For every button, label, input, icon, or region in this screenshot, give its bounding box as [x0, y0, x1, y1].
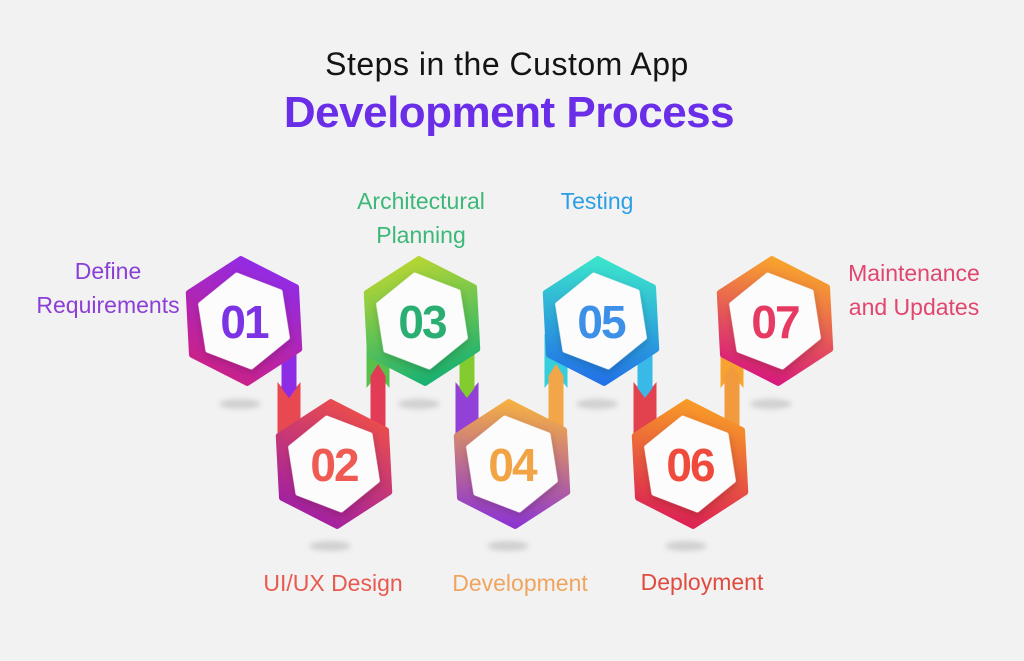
step-05-label: Testing [561, 184, 634, 218]
step-01-label-line1: Define [74, 258, 142, 284]
step-04-label-line1: Development [452, 570, 588, 596]
step-01-label: Define Requirements [36, 254, 179, 322]
shadow-step-04 [487, 541, 529, 551]
step-03-label: Architectural Planning [357, 184, 485, 252]
step-06-label-line1: Deployment [640, 569, 764, 595]
step-03-label-line2: Planning [376, 222, 466, 248]
step-05-number: 05 [577, 296, 626, 348]
step-07-hexagon: 07 [716, 256, 834, 386]
step-06-hexagon: 06 [631, 399, 749, 529]
step-07-number: 07 [751, 296, 799, 348]
step-02-label: UI/UX Design [263, 566, 402, 600]
step-06-number: 06 [666, 439, 714, 491]
step-04-number: 04 [488, 439, 538, 491]
step-02-hexagon: 02 [275, 399, 393, 529]
step-07-label: Maintenance and Updates [848, 256, 980, 324]
shadow-step-02 [309, 541, 351, 551]
step-03-label-line1: Architectural [357, 188, 485, 214]
hexagon-shadows [219, 399, 792, 551]
step-07-label-line2: and Updates [848, 294, 980, 320]
step-05-label-line1: Testing [560, 188, 634, 214]
step-01-number: 01 [220, 296, 269, 348]
step-05-hexagon: 05 [542, 256, 660, 386]
shadow-step-07 [750, 399, 792, 409]
step-04-label: Development [452, 566, 588, 600]
step-03-number: 03 [398, 296, 446, 348]
title-line1: Steps in the Custom App [325, 46, 689, 82]
title-line2: Development Process [283, 88, 735, 137]
shadow-step-06 [665, 541, 707, 551]
step-01-hexagon: 01 [185, 256, 303, 386]
step-03-hexagon: 03 [363, 256, 481, 386]
shadow-step-01 [219, 399, 261, 409]
step-06-label: Deployment [641, 565, 764, 599]
step-04-hexagon: 04 [453, 399, 571, 529]
shadow-step-03 [398, 399, 440, 409]
step-07-label-line1: Maintenance [848, 260, 980, 286]
step-01-label-line2: Requirements [36, 292, 180, 318]
step-02-label-line1: UI/UX Design [263, 570, 403, 596]
step-02-number: 02 [310, 439, 358, 491]
shadow-step-05 [576, 399, 618, 409]
